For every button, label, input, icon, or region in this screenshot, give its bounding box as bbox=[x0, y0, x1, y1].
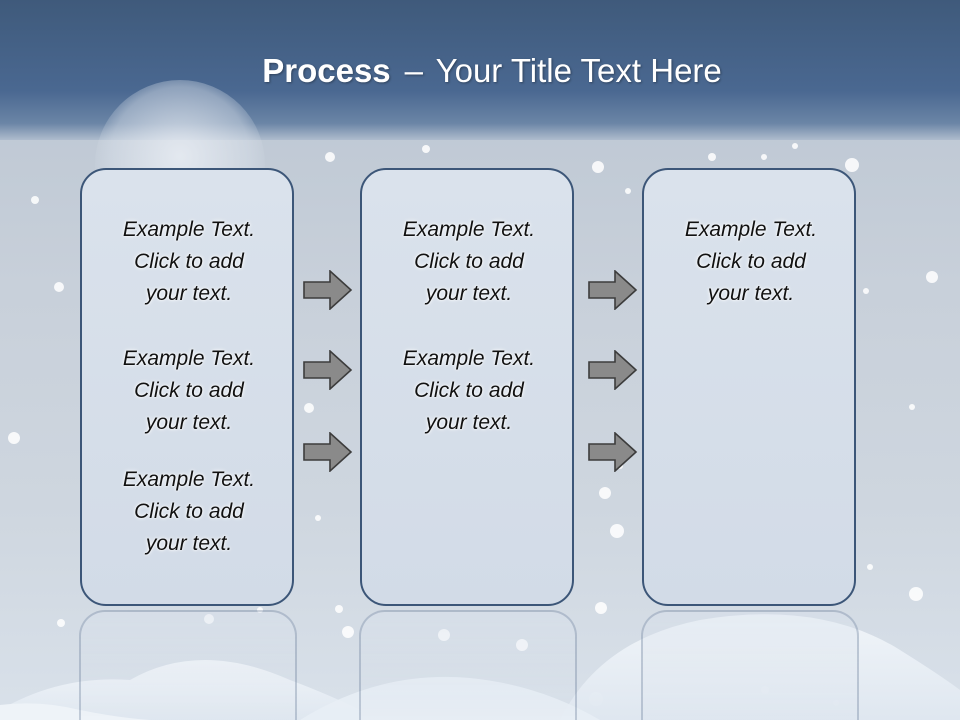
text-line: Click to add bbox=[414, 379, 524, 402]
text-line: Click to add bbox=[134, 500, 244, 523]
text-placeholder[interactable]: Example Text. Click to add your text. bbox=[362, 214, 576, 310]
text-line: Example Text. bbox=[684, 218, 818, 241]
text-line: Example Text. bbox=[122, 347, 256, 370]
text-placeholder[interactable]: Example Text. Click to add your text. bbox=[82, 343, 296, 439]
right-arrow-icon bbox=[303, 270, 353, 310]
title-separator: – bbox=[404, 52, 424, 89]
box-reflection-2 bbox=[359, 610, 577, 720]
title-bold: Process bbox=[262, 52, 391, 89]
text-line: your text. bbox=[425, 411, 513, 434]
process-box-1[interactable]: Example Text. Click to add your text. Ex… bbox=[80, 168, 294, 606]
process-box-2[interactable]: Example Text. Click to add your text. Ex… bbox=[360, 168, 574, 606]
text-line: Example Text. bbox=[402, 347, 536, 370]
text-line: Example Text. bbox=[122, 218, 256, 241]
text-line: Click to add bbox=[414, 250, 524, 273]
text-line: Click to add bbox=[134, 379, 244, 402]
right-arrow-icon bbox=[303, 350, 353, 390]
text-line: your text. bbox=[145, 532, 233, 555]
text-line: your text. bbox=[425, 282, 513, 305]
text-line: your text. bbox=[707, 282, 795, 305]
text-line: Click to add bbox=[696, 250, 806, 273]
box-reflection-1 bbox=[79, 610, 297, 720]
right-arrow-icon bbox=[588, 350, 638, 390]
text-placeholder[interactable]: Example Text. Click to add your text. bbox=[644, 214, 858, 310]
text-placeholder[interactable]: Example Text. Click to add your text. bbox=[362, 343, 576, 439]
text-line: your text. bbox=[145, 411, 233, 434]
right-arrow-icon bbox=[588, 432, 638, 472]
text-placeholder[interactable]: Example Text. Click to add your text. bbox=[82, 464, 296, 560]
text-line: Click to add bbox=[134, 250, 244, 273]
right-arrow-icon bbox=[303, 432, 353, 472]
right-arrow-icon bbox=[588, 270, 638, 310]
page-title: Process– Your Title Text Here bbox=[0, 52, 960, 90]
text-line: Example Text. bbox=[122, 468, 256, 491]
process-box-3[interactable]: Example Text. Click to add your text. bbox=[642, 168, 856, 606]
text-line: your text. bbox=[145, 282, 233, 305]
title-subtitle: Your Title Text Here bbox=[435, 52, 722, 89]
box-reflection-3 bbox=[641, 610, 859, 720]
text-placeholder[interactable]: Example Text. Click to add your text. bbox=[82, 214, 296, 310]
text-line: Example Text. bbox=[402, 218, 536, 241]
